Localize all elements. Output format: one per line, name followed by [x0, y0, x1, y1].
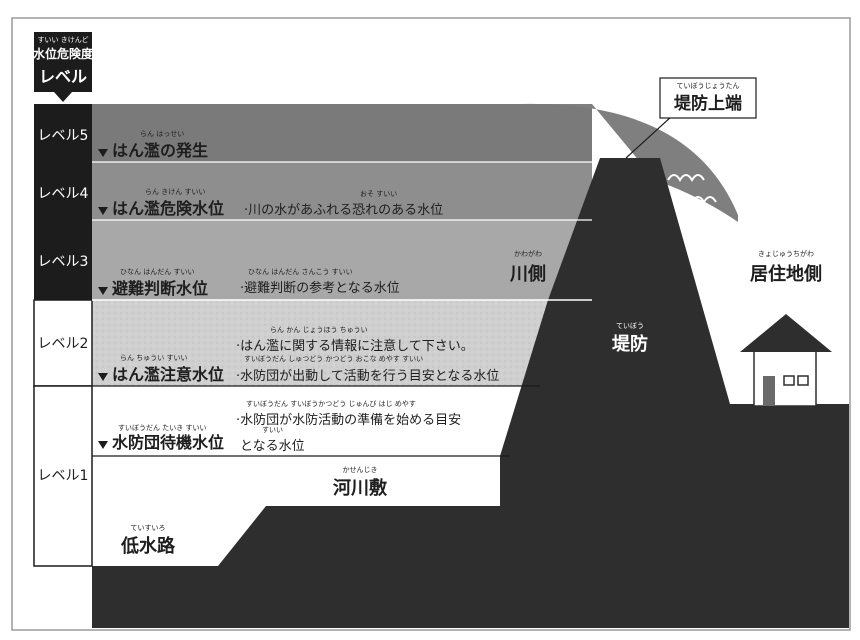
- house-window: [783, 375, 795, 386]
- wave-icon: [679, 196, 717, 204]
- level3-tag: [34, 220, 92, 300]
- house-window: [797, 375, 809, 386]
- low-channel-label: 低水路: [120, 535, 176, 557]
- residential-side-ruby: きょじゅうちがわ: [758, 249, 814, 258]
- level4-tag: [34, 162, 92, 220]
- level1-desc2: となる水位: [240, 439, 305, 454]
- level-label: レベル2: [38, 336, 89, 352]
- floodplain-label: 河川敷: [333, 477, 388, 499]
- level2-desc2: ·水防団が出動して活動を行う目安となる水位: [236, 368, 499, 384]
- triangle-down-icon: [98, 287, 108, 295]
- floodplain-ruby: かせんじき: [343, 466, 378, 474]
- header-title: 水位危険度: [33, 46, 94, 61]
- triangle-down-icon: [98, 373, 108, 381]
- level1-name: 水防団待機水位: [112, 433, 224, 452]
- level5-name: はん濫の発生: [112, 141, 208, 160]
- level1-name-ruby: すいぼうだん たいき すいい: [118, 424, 206, 432]
- level2-desc: ·はん濫に関する情報に注意して下さい。: [236, 338, 474, 354]
- levee-top-pointer: [625, 115, 673, 159]
- low-channel-ruby: ていすいろ: [131, 524, 166, 532]
- level4-desc-ruby: おそ すいい: [360, 190, 397, 198]
- header-pointer-icon: [54, 92, 72, 102]
- level-label: レベル5: [38, 128, 89, 144]
- header-subtitle: レベル: [39, 67, 87, 86]
- level5-tag: [34, 104, 92, 162]
- wave-icon: [667, 174, 705, 182]
- level2-desc-ruby: らん かん じょうほう ちゅうい: [270, 326, 368, 334]
- level3-desc: ·避難判断の参考となる水位: [240, 280, 400, 296]
- triangle-down-icon: [98, 441, 108, 449]
- level-label: レベル1: [38, 468, 89, 484]
- level-label: レベル4: [38, 186, 89, 202]
- levee-top-ruby: ていぼうじょうたん: [677, 82, 740, 90]
- level1-desc2-ruby: すいい: [262, 426, 283, 434]
- level2-band: [92, 300, 592, 386]
- residential-side-label: 居住地側: [750, 263, 822, 285]
- levee-top-callout: [659, 77, 757, 119]
- level1-desc: ·水防団が水防活動の準備を始める目安: [236, 412, 461, 428]
- level2-tag: [33, 299, 93, 387]
- header-ruby: すいい きけんど: [37, 36, 88, 44]
- level-label: レベル3: [38, 254, 89, 270]
- level2-desc2-ruby: すいぼうだん しゅつどう かつどう おこな めやす すいい: [244, 355, 423, 363]
- river-side-ruby: かわがわ: [514, 249, 542, 258]
- level3-band: [92, 220, 592, 300]
- level3-name: 避難判断水位: [112, 279, 208, 298]
- header-box: [34, 32, 92, 92]
- level3-name-ruby: ひなん はんだん すいい: [120, 268, 194, 276]
- level1-tag: [33, 385, 93, 567]
- house-roof: [740, 314, 832, 352]
- level3-desc-ruby: ひなん はんだん さんこう すいい: [248, 268, 353, 276]
- ground-terrain: [92, 158, 849, 628]
- house-door: [763, 376, 775, 406]
- river-side-label: 川側: [509, 263, 546, 285]
- level4-name-ruby: らん きけん すいい: [145, 188, 205, 196]
- level4-desc: ·川の水があふれる恐れのある水位: [244, 203, 443, 218]
- triangle-down-icon: [98, 207, 108, 215]
- levee-ruby: ていぼう: [616, 322, 644, 330]
- overflow-water: [520, 103, 738, 222]
- level5-name-ruby: らん はっせい: [140, 130, 184, 138]
- level1-desc-ruby: すいぼうだん すいぼうかつどう じゅんび はじ めやす: [246, 400, 416, 408]
- outer-frame: [11, 17, 851, 631]
- level4-name: はん濫危険水位: [112, 199, 224, 218]
- level4-band: [92, 162, 592, 220]
- level2-name-ruby: らん ちゅうい すいい: [120, 354, 187, 362]
- level2-name: はん濫注意水位: [112, 365, 224, 384]
- level5-band: [92, 104, 592, 162]
- triangle-down-icon: [98, 149, 108, 157]
- levee-top-label: 堤防上端: [674, 93, 742, 114]
- levee-label: 堤防: [612, 333, 648, 355]
